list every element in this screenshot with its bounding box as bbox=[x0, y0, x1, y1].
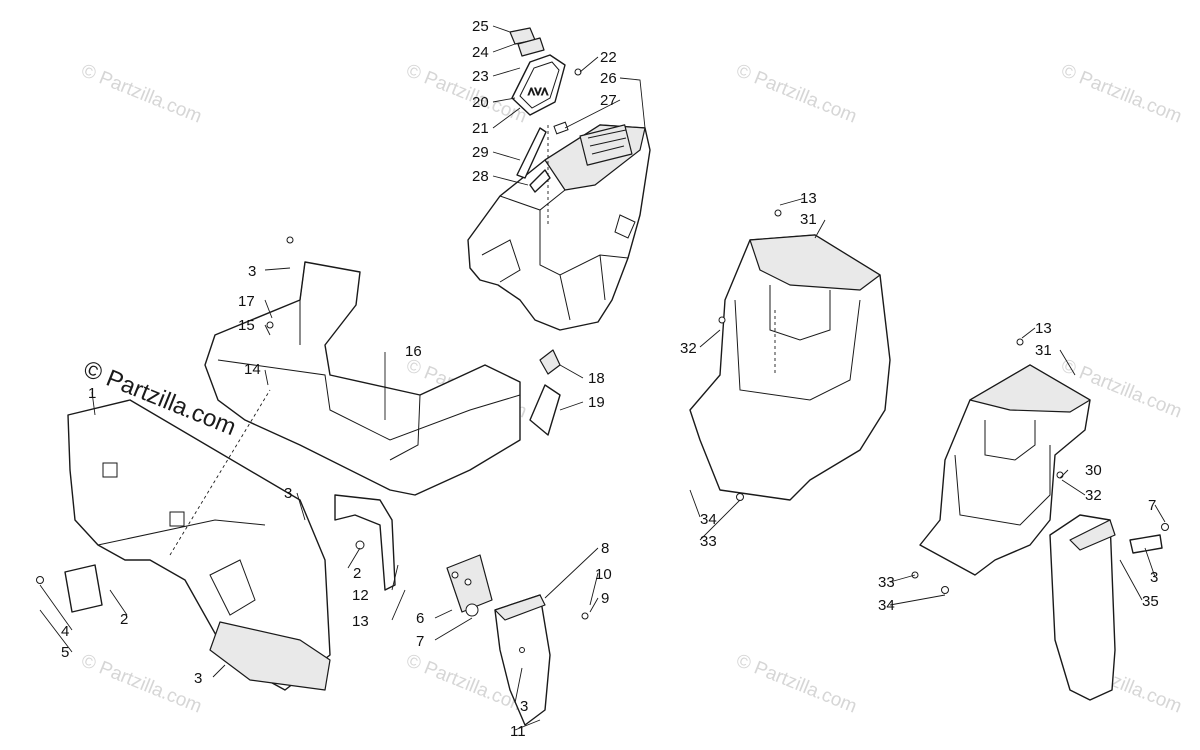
callout-label: 33 bbox=[700, 533, 717, 550]
callout-label: 27 bbox=[600, 92, 617, 109]
callout-label: 21 bbox=[472, 120, 489, 137]
callout-labels: 25 24 23 20 21 29 28 22 26 27 3 17 15 16… bbox=[61, 18, 1159, 740]
watermark: © Partzilla.com bbox=[733, 60, 860, 127]
callout-label: 2 bbox=[353, 565, 361, 582]
callout-label: 20 bbox=[472, 94, 489, 111]
callout-label: 6 bbox=[416, 610, 424, 627]
callout-label: 31 bbox=[1035, 342, 1052, 359]
callout-label: 13 bbox=[352, 613, 369, 630]
callout-label: 31 bbox=[800, 211, 817, 228]
callout-label: 29 bbox=[472, 144, 489, 161]
callout-label: 8 bbox=[601, 540, 609, 557]
callout-label: 3 bbox=[1150, 569, 1158, 586]
callout-label: 9 bbox=[601, 590, 609, 607]
side-shroud-lower bbox=[911, 338, 1091, 594]
callout-label: 13 bbox=[1035, 320, 1052, 337]
callout-label: 7 bbox=[1148, 497, 1156, 514]
callout-label: 23 bbox=[472, 68, 489, 85]
watermark: © Partzilla.com bbox=[733, 650, 860, 717]
callout-label: 4 bbox=[61, 623, 69, 640]
callout-label: 7 bbox=[416, 633, 424, 650]
bracket-assembly bbox=[334, 494, 493, 617]
callout-label: 11 bbox=[510, 723, 526, 740]
callout-label: 32 bbox=[1085, 487, 1102, 504]
svg-text:ΛVΛ: ΛVΛ bbox=[528, 87, 548, 98]
fender-extension bbox=[1049, 514, 1169, 701]
callout-label: 24 bbox=[472, 44, 489, 61]
callout-label: 3 bbox=[248, 263, 256, 280]
callout-label: 34 bbox=[878, 597, 895, 614]
callout-label: 19 bbox=[588, 394, 605, 411]
mud-flap bbox=[494, 594, 589, 726]
callout-label: 28 bbox=[472, 168, 489, 185]
callout-label: 25 bbox=[472, 18, 489, 35]
callout-label: 12 bbox=[352, 587, 369, 604]
callout-label: 16 bbox=[405, 343, 422, 360]
watermark: © Partzilla.com bbox=[1058, 60, 1185, 127]
callout-label: 3 bbox=[284, 485, 292, 502]
watermark: © Partzilla.com bbox=[403, 60, 530, 127]
callout-label: 26 bbox=[600, 70, 617, 87]
callout-label: 14 bbox=[244, 361, 261, 378]
callout-label: 5 bbox=[61, 644, 69, 661]
side-shroud-upper bbox=[689, 209, 891, 501]
callout-label: 34 bbox=[700, 511, 717, 528]
floor-panel bbox=[204, 236, 521, 496]
callout-label: 18 bbox=[588, 370, 605, 387]
callout-label: 10 bbox=[595, 566, 612, 583]
watermark: © Partzilla.com bbox=[78, 650, 205, 717]
callout-label: 17 bbox=[238, 293, 255, 310]
leader-lines bbox=[39, 25, 1166, 731]
callout-label: 1 bbox=[88, 385, 96, 402]
callout-label: 35 bbox=[1142, 593, 1159, 610]
callout-label: 3 bbox=[194, 670, 202, 687]
callout-label: 13 bbox=[800, 190, 817, 207]
callout-label: 30 bbox=[1085, 462, 1102, 479]
callout-label: 22 bbox=[600, 49, 617, 66]
callout-label: 33 bbox=[878, 574, 895, 591]
callout-label: 3 bbox=[520, 698, 528, 715]
callout-label: 2 bbox=[120, 611, 128, 628]
front-panel bbox=[36, 389, 331, 691]
watermark: © Partzilla.com bbox=[78, 60, 205, 127]
console-assembly: ΛVΛ bbox=[467, 27, 651, 331]
callout-label: 15 bbox=[238, 317, 255, 334]
callout-label: 32 bbox=[680, 340, 697, 357]
trim-pieces bbox=[529, 349, 561, 436]
